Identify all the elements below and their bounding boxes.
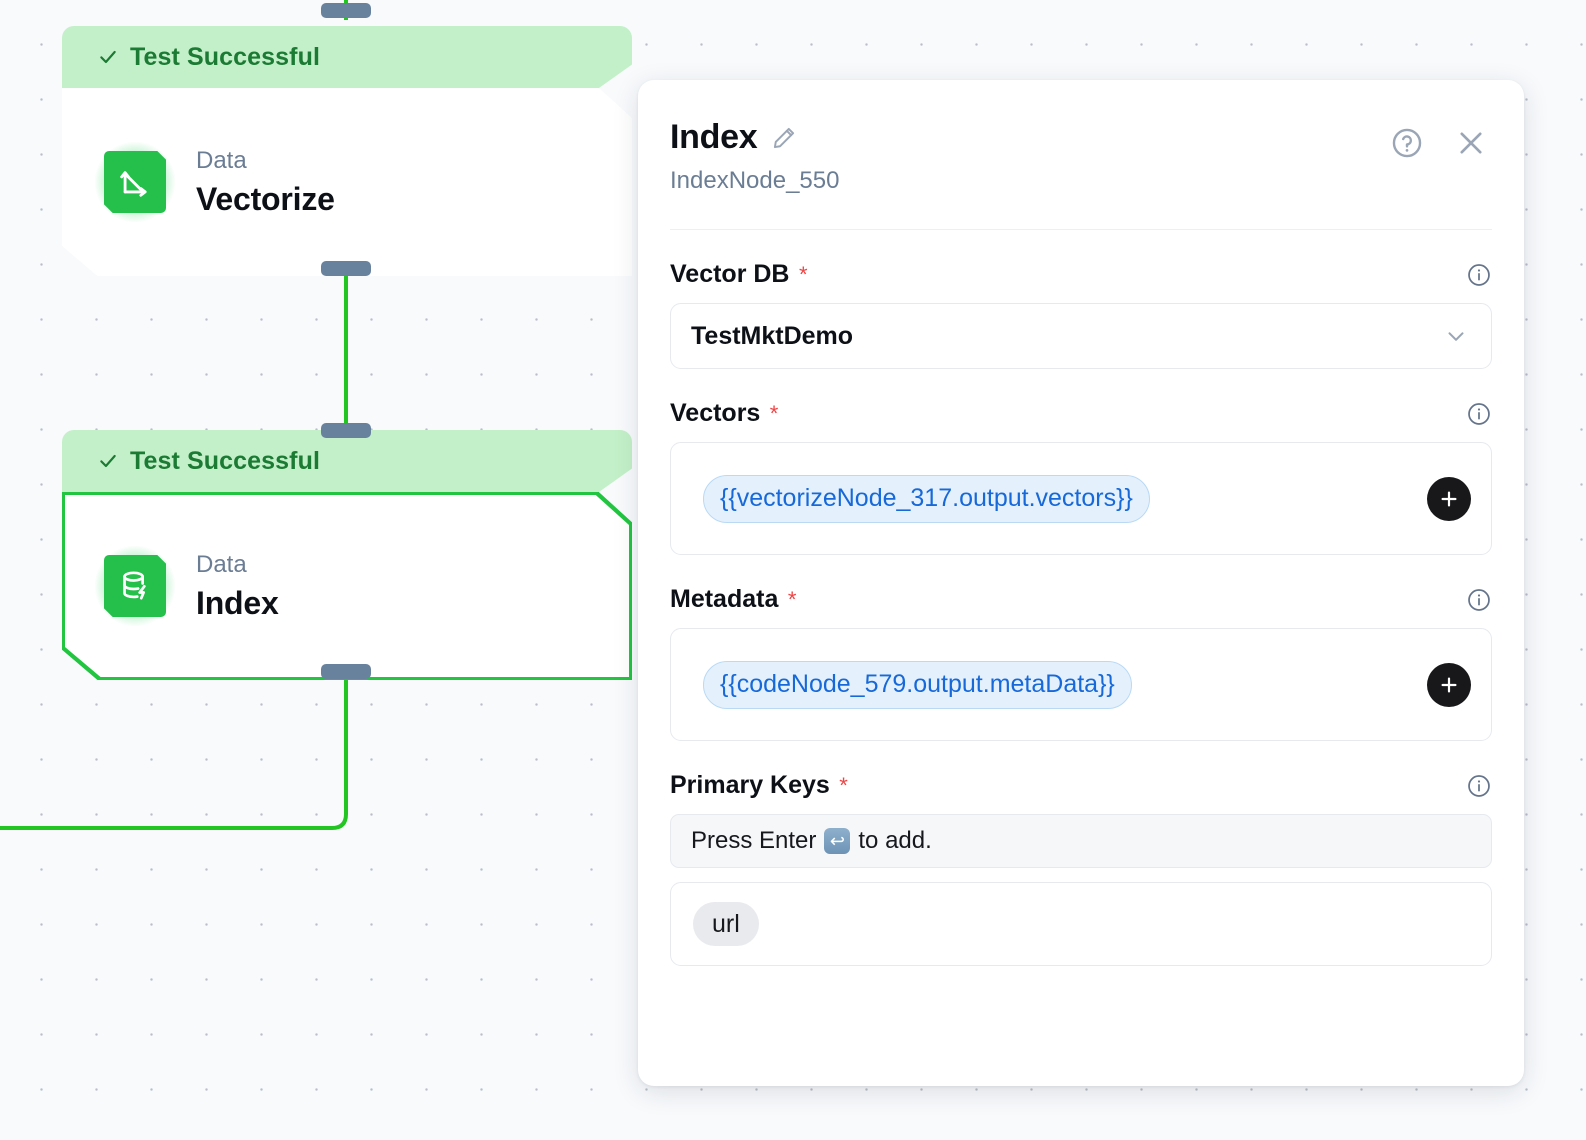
required-marker: *	[798, 262, 808, 287]
node-status-banner: Test Successful	[62, 26, 632, 88]
database-lightning-icon	[104, 555, 166, 617]
node-text: Data Index	[196, 551, 279, 622]
node-kind-label: Data	[196, 550, 247, 578]
info-icon[interactable]	[1466, 587, 1492, 613]
pencil-icon[interactable]	[771, 125, 797, 151]
hint-text-before: Press Enter	[691, 827, 817, 854]
panel-header: Index IndexNode_550	[638, 80, 1524, 195]
panel-title-row: Index	[670, 118, 1484, 157]
hint-text-after: to add.	[858, 827, 932, 854]
edge-index-outgoing	[0, 672, 348, 830]
field-label: Metadata	[670, 585, 779, 613]
check-icon	[100, 50, 116, 64]
node-icon-wrap	[95, 546, 175, 626]
vector-axes-icon	[104, 151, 166, 213]
required-marker: *	[787, 587, 797, 612]
field-label-row: Primary Keys *	[670, 771, 1492, 800]
node-body[interactable]: Data Index	[62, 492, 632, 680]
node-status-label: Test Successful	[130, 42, 321, 71]
info-icon[interactable]	[1466, 773, 1492, 799]
field-label-wrap: Vectors *	[670, 399, 778, 428]
help-circle-icon[interactable]	[1390, 126, 1424, 160]
field-label-wrap: Primary Keys *	[670, 771, 848, 800]
field-metadata: Metadata * {{codeNode_579.output.metaDat…	[670, 585, 1492, 741]
node-icon-wrap	[95, 142, 175, 222]
required-marker: *	[839, 773, 848, 798]
vector-db-select[interactable]: TestMktDemo	[670, 303, 1492, 369]
panel-divider	[670, 229, 1492, 230]
node-handle-index-top[interactable]	[321, 423, 371, 438]
field-label-row: Vector DB *	[670, 260, 1492, 289]
enter-key-icon: ↩	[824, 828, 851, 854]
panel-actions	[1390, 126, 1488, 160]
add-metadata-button[interactable]	[1427, 662, 1471, 707]
check-icon	[100, 454, 116, 468]
node-config-panel[interactable]: Index IndexNode_550 Vector	[638, 80, 1524, 1086]
node-handle-index-bottom[interactable]	[321, 664, 371, 679]
primary-keys-chip-list: url	[670, 882, 1492, 966]
primary-key-chip[interactable]: url	[693, 902, 759, 946]
vector-db-value: TestMktDemo	[691, 321, 854, 350]
add-vector-button[interactable]	[1427, 476, 1471, 521]
node-title-label: Index	[196, 584, 279, 621]
vectors-token-box[interactable]: {{vectorizeNode_317.output.vectors}}	[670, 442, 1492, 555]
node-status-label: Test Successful	[130, 446, 321, 475]
field-label-row: Vectors *	[670, 399, 1492, 428]
field-primary-keys: Primary Keys * Press Enter ↩ to add. url	[670, 771, 1492, 966]
chevron-down-icon	[1448, 332, 1464, 341]
node-id-label: IndexNode_550	[670, 167, 840, 194]
required-marker: *	[769, 401, 779, 426]
field-label: Vectors	[670, 399, 761, 427]
close-icon[interactable]	[1454, 126, 1488, 160]
plus-icon	[1441, 491, 1457, 506]
workflow-node-index[interactable]: Test Successful Data Index	[62, 430, 632, 680]
metadata-token-box[interactable]: {{codeNode_579.output.metaData}}	[670, 628, 1492, 741]
field-vector-db: Vector DB * TestMktDemo	[670, 260, 1492, 369]
node-text: Data Vectorize	[196, 147, 335, 218]
field-label-wrap: Vector DB *	[670, 260, 808, 289]
node-handle-vectorize-top[interactable]	[321, 3, 371, 18]
vectors-token[interactable]: {{vectorizeNode_317.output.vectors}}	[703, 474, 1150, 523]
panel-body: Vector DB * TestMktDemo Vector	[638, 260, 1524, 966]
metadata-token[interactable]: {{codeNode_579.output.metaData}}	[703, 660, 1132, 709]
info-icon[interactable]	[1466, 401, 1492, 427]
node-status-banner: Test Successful	[62, 430, 632, 492]
info-icon[interactable]	[1466, 262, 1492, 288]
page-title: Index	[670, 118, 758, 156]
node-title-label: Vectorize	[196, 180, 335, 217]
field-label: Primary Keys	[670, 771, 830, 799]
field-label-row: Metadata *	[670, 585, 1492, 614]
field-label: Vector DB	[670, 260, 790, 288]
node-body[interactable]: Data Vectorize	[62, 88, 632, 276]
field-label-wrap: Metadata *	[670, 585, 796, 614]
workflow-node-vectorize[interactable]: Test Successful Data Vectorize	[62, 26, 632, 276]
primary-keys-input[interactable]: Press Enter ↩ to add.	[670, 814, 1492, 868]
field-vectors: Vectors * {{vectorizeNode_317.output.vec…	[670, 399, 1492, 555]
node-kind-label: Data	[196, 146, 247, 174]
plus-icon	[1441, 677, 1457, 692]
node-handle-vectorize-bottom[interactable]	[321, 261, 371, 276]
